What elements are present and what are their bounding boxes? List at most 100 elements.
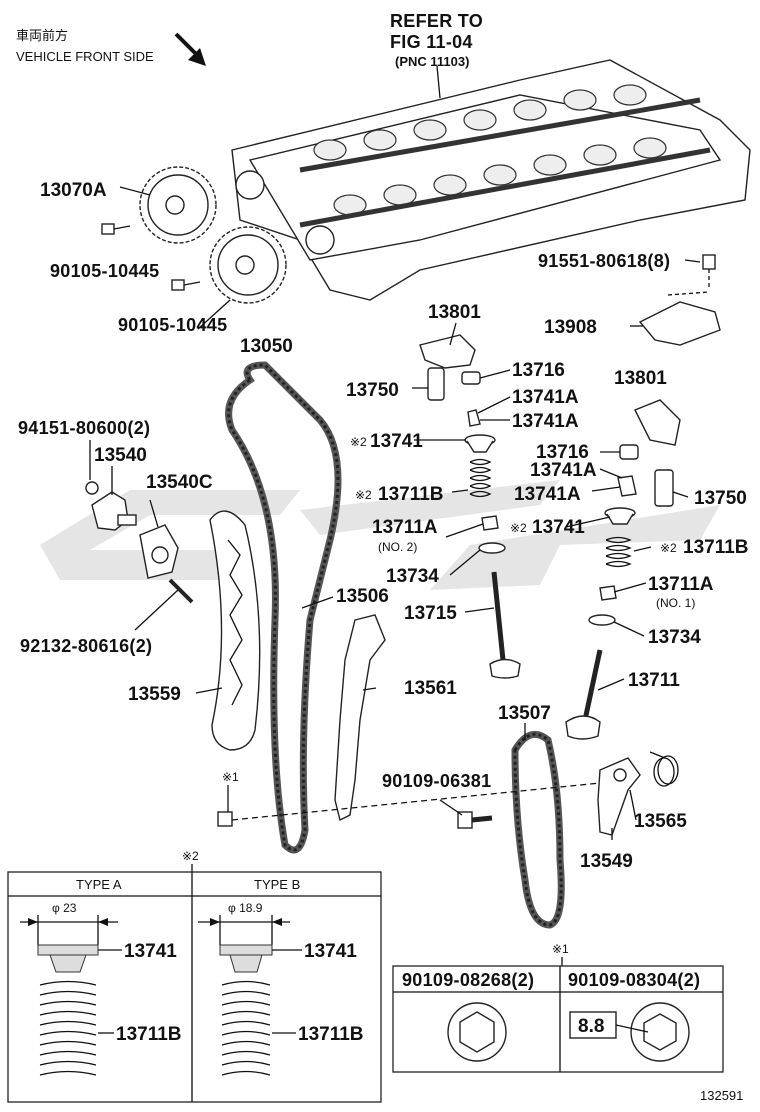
refer-line-1: REFER TO — [390, 11, 483, 31]
callout-13734-b: 13734 — [648, 627, 701, 648]
callout-13741-b: 13741 — [532, 517, 585, 538]
type-b-retainer-label: 13741 — [304, 941, 357, 962]
callout-13711A-b: 13711A — [648, 574, 714, 595]
valve-keepers-13741A-a — [467, 409, 481, 427]
callout-13716-a: 13716 — [512, 360, 565, 381]
valve-spring-13711B-b — [605, 536, 632, 568]
callout-13750-a: 13750 — [346, 380, 399, 401]
tensioner-arm-13549 — [597, 757, 641, 836]
bolt-head-grade-icon: 8.8 — [569, 1002, 690, 1062]
type-a-retainer-label: 13741 — [124, 941, 177, 962]
front-side-jp-label: 車両前方 — [16, 28, 68, 43]
front-side-en-label: VEHICLE FRONT SIDE — [16, 49, 154, 64]
callout-13070A: 13070A — [40, 180, 107, 201]
note-mark-2-c: ※2 — [510, 521, 527, 535]
leader-lines — [89, 65, 701, 840]
spring-seat-13711A-no2 — [481, 515, 499, 531]
callout-13549: 13549 — [580, 851, 633, 872]
callout-13711A-a-sub: (NO. 2) — [378, 540, 417, 554]
callout-13715: 13715 — [404, 603, 457, 624]
bolt-col1-label: 90109-08268(2) — [402, 970, 534, 990]
camshaft-timing-sprocket-13050 — [209, 226, 287, 304]
note-mark-1: ※1 — [222, 770, 239, 784]
note-mark-2-a: ※2 — [350, 435, 367, 449]
chain-guide-13561 — [334, 614, 386, 822]
callout-13506: 13506 — [336, 586, 389, 607]
note-mark-2-d: ※2 — [660, 541, 677, 555]
callout-13711: 13711 — [628, 670, 680, 691]
type-a-header: TYPE A — [76, 877, 122, 892]
washer-13734-b — [588, 614, 616, 626]
valve-stem-cap-13716-a — [461, 371, 481, 385]
rocker-arm-13801-b — [634, 399, 681, 446]
refer-line-3: (PNC 11103) — [395, 54, 469, 69]
callout-13711A-b-sub: (NO. 1) — [656, 596, 695, 610]
callout-90109: 90109-06381 — [382, 771, 491, 791]
bolt-grade-label: 8.8 — [578, 1016, 604, 1037]
callout-90105-b: 90105-10445 — [118, 315, 227, 335]
valve-stem-cap-13716-b — [619, 444, 639, 460]
callout-13734-a: 13734 — [386, 566, 439, 587]
callout-13540: 13540 — [94, 445, 147, 466]
spring-type-table: ※2 TYPE A TYPE B φ 23 13741 13711B φ 18.… — [7, 849, 382, 1103]
timing-chain-13507 — [511, 730, 565, 929]
callout-13741A-b: 13741A — [512, 411, 579, 432]
callout-13711B-b: 13711B — [683, 537, 749, 558]
type-b-spring-label: 13711B — [298, 1024, 364, 1045]
callout-13507: 13507 — [498, 703, 551, 724]
callout-13741A-d: 13741A — [514, 484, 581, 505]
spring-retainer-13741-b — [604, 507, 636, 525]
callout-13741A-c: 13741A — [530, 460, 597, 481]
callout-13801-b: 13801 — [614, 368, 667, 389]
torsion-spring-13565 — [649, 751, 679, 787]
callout-91551: 91551-80618(8) — [538, 251, 670, 271]
note-mark-2-b: ※2 — [355, 488, 372, 502]
callout-13750-b: 13750 — [694, 488, 747, 509]
bolt-90109 — [217, 781, 611, 829]
callout-94151: 94151-80600(2) — [18, 418, 150, 438]
callout-13711A-a: 13711A — [372, 517, 438, 538]
callout-13540C: 13540C — [146, 472, 213, 493]
intake-valve-13711 — [565, 649, 603, 740]
type-a-diameter: φ 23 — [52, 901, 77, 915]
callout-13741A-a: 13741A — [512, 387, 579, 408]
bracket-13908 — [638, 254, 721, 346]
callout-13561: 13561 — [404, 678, 457, 699]
figure-number: 132591 — [700, 1088, 743, 1103]
camshaft-timing-gear-13070A — [139, 166, 217, 244]
type-b-header: TYPE B — [254, 877, 300, 892]
callout-13801-a: 13801 — [428, 302, 481, 323]
lash-adjuster-13750-a — [427, 367, 445, 401]
refer-line-2: FIG 11-04 — [390, 32, 473, 52]
type-b-diameter: φ 18.9 — [228, 901, 263, 915]
cylinder-head-housing — [231, 59, 751, 301]
callout-13716-b: 13716 — [536, 442, 589, 463]
callout-13741-a: 13741 — [370, 431, 423, 452]
bolt-head-icon — [447, 1002, 507, 1062]
rocker-arm-13801-a — [419, 334, 476, 369]
callout-92132: 92132-80616(2) — [20, 636, 152, 656]
bolt-icon — [101, 223, 201, 291]
callout-13908: 13908 — [544, 317, 597, 338]
bolt-table-note-mark: ※1 — [552, 942, 569, 956]
exhaust-valve-13715 — [489, 571, 521, 679]
front-direction-arrow-icon — [174, 32, 206, 66]
type-a-spring-label: 13711B — [116, 1024, 182, 1045]
callout-13711B-a: 13711B — [378, 484, 444, 505]
valve-spring-13711B-a — [469, 458, 492, 498]
spring-retainer-13741-a — [464, 434, 496, 453]
spring-seat-13711A-no1 — [599, 585, 617, 601]
valve-keepers-13741A-b — [617, 475, 637, 497]
tensioner-gasket-13540C — [139, 524, 179, 579]
callout-13565: 13565 — [634, 811, 687, 832]
chain-slipper-13559 — [209, 510, 261, 751]
callout-13050: 13050 — [240, 336, 293, 357]
callout-90105-a: 90105-10445 — [50, 261, 159, 281]
stud-bolt-92132 — [168, 578, 194, 604]
bolt-col2-label: 90109-08304(2) — [568, 970, 700, 990]
timing-chain-13506 — [225, 361, 342, 854]
washer-13734-a — [478, 542, 506, 554]
bolt-table: ※1 90109-08268(2) 90109-08304(2) 8.8 — [392, 942, 724, 1073]
lash-adjuster-13750-b — [654, 469, 674, 507]
